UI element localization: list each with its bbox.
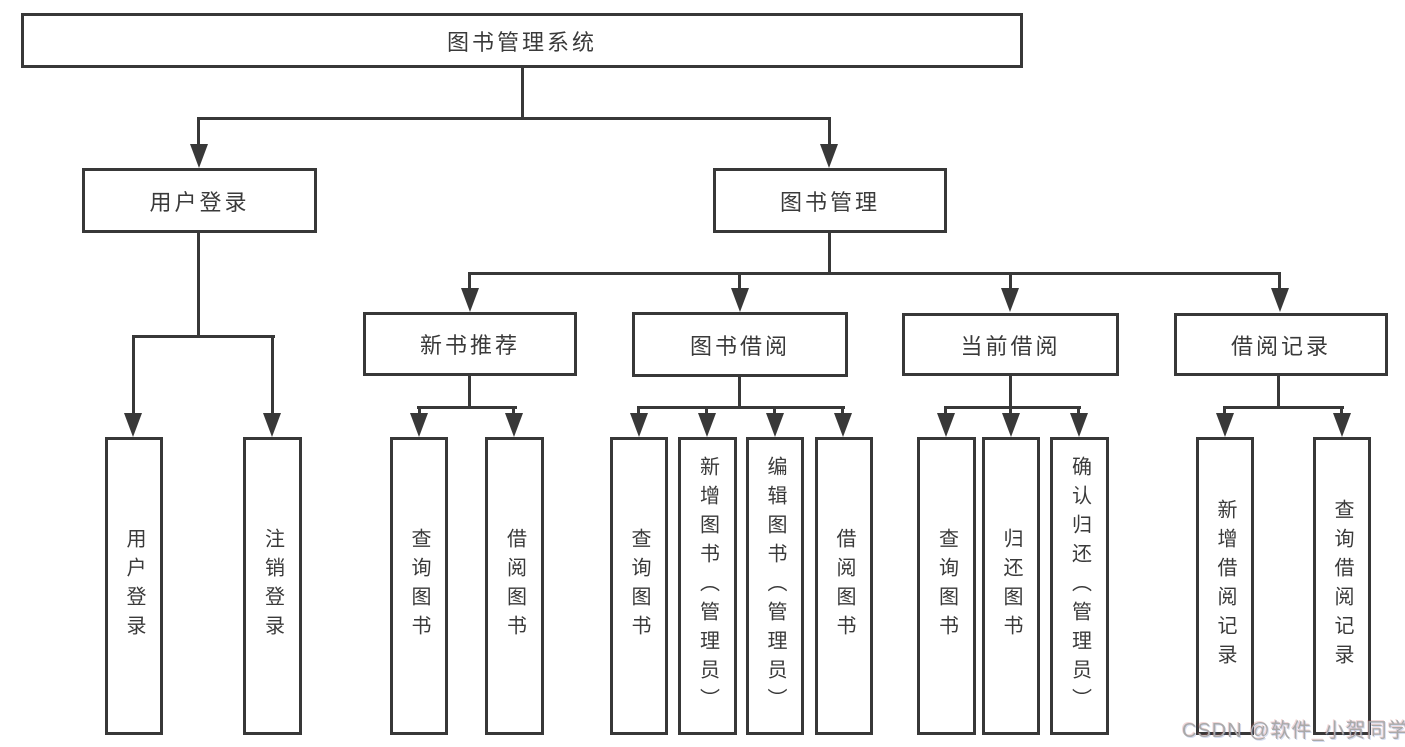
watermark-csdn: CSDN @软件_小贺同学 bbox=[1182, 720, 1405, 742]
arrow-down-icon bbox=[731, 288, 749, 312]
node-borrowing-records: 借阅记录 bbox=[1174, 313, 1388, 376]
node-borrow-books-recommend: 借阅图书 bbox=[485, 437, 544, 735]
connector-line bbox=[1009, 406, 1012, 415]
connector-line bbox=[828, 233, 831, 274]
connector-line bbox=[132, 335, 275, 338]
connector-line bbox=[521, 68, 524, 117]
connector-line bbox=[738, 376, 741, 408]
node-add-borrow-record: 新增借阅记录 bbox=[1196, 437, 1254, 735]
arrow-down-icon bbox=[1001, 288, 1019, 312]
node-book-borrowing: 图书借阅 bbox=[632, 312, 848, 377]
node-edit-book-admin: 编辑图书（管理员） bbox=[746, 437, 804, 735]
arrow-down-icon bbox=[1333, 413, 1351, 437]
node-borrow-books: 借阅图书 bbox=[815, 437, 873, 735]
connector-line bbox=[197, 117, 200, 146]
node-return-books: 归还图书 bbox=[982, 437, 1040, 735]
node-library-management-system: 图书管理系统 bbox=[21, 13, 1023, 68]
leaf-label: 编辑图书（管理员） bbox=[764, 455, 786, 717]
connector-line bbox=[468, 375, 471, 408]
connector-line bbox=[1009, 272, 1012, 290]
node-query-books-current: 查询图书 bbox=[917, 437, 976, 735]
connector-line bbox=[1009, 375, 1012, 408]
arrow-down-icon bbox=[1216, 413, 1234, 437]
connector-line bbox=[828, 117, 831, 146]
connector-line bbox=[197, 233, 200, 336]
node-add-book-admin: 新增图书（管理员） bbox=[678, 437, 737, 735]
arrow-down-icon bbox=[698, 413, 716, 437]
arrow-down-icon bbox=[190, 144, 208, 168]
leaf-label: 查询借阅记录 bbox=[1331, 499, 1353, 673]
leaf-label: 借阅图书 bbox=[833, 528, 855, 644]
connector-line bbox=[417, 406, 517, 409]
node-query-borrow-record: 查询借阅记录 bbox=[1313, 437, 1371, 735]
connector-line bbox=[944, 406, 947, 415]
connector-line bbox=[637, 406, 845, 409]
arrow-down-icon bbox=[410, 413, 428, 437]
connector-line bbox=[271, 335, 274, 415]
leaf-label: 注销登录 bbox=[261, 528, 284, 644]
arrow-down-icon bbox=[505, 413, 523, 437]
arrow-down-icon bbox=[834, 413, 852, 437]
node-current-borrowing: 当前借阅 bbox=[902, 313, 1119, 376]
arrow-down-icon bbox=[1271, 288, 1289, 312]
leaf-label: 归还图书 bbox=[1000, 528, 1022, 644]
connector-line bbox=[468, 272, 471, 290]
connector-line bbox=[738, 272, 741, 290]
connector-line bbox=[944, 406, 1081, 409]
arrow-down-icon bbox=[937, 413, 955, 437]
connector-line bbox=[1223, 406, 1226, 415]
leaf-label: 借阅图书 bbox=[503, 528, 526, 644]
connector-line bbox=[773, 406, 776, 415]
arrow-down-icon bbox=[461, 288, 479, 312]
leaf-label: 新增图书（管理员） bbox=[696, 455, 719, 717]
connector-line bbox=[1340, 406, 1343, 415]
connector-line bbox=[1223, 406, 1344, 409]
arrow-down-icon bbox=[263, 413, 281, 437]
leaf-label: 查询图书 bbox=[935, 528, 958, 644]
arrow-down-icon bbox=[1002, 413, 1020, 437]
connector-line bbox=[705, 406, 708, 415]
node-confirm-return-admin: 确认归还（管理员） bbox=[1050, 437, 1109, 735]
leaf-label: 查询图书 bbox=[628, 528, 650, 644]
arrow-down-icon bbox=[1070, 413, 1088, 437]
connector-line bbox=[637, 406, 640, 415]
leaf-label: 确认归还（管理员） bbox=[1068, 455, 1091, 717]
node-user-login: 用户登录 bbox=[82, 168, 317, 233]
connector-line bbox=[198, 117, 831, 120]
node-user-login-action: 用户登录 bbox=[105, 437, 163, 735]
connector-line bbox=[418, 406, 421, 415]
arrow-down-icon bbox=[630, 413, 648, 437]
connector-line bbox=[1277, 375, 1280, 408]
arrow-down-icon bbox=[820, 144, 838, 168]
node-query-books-recommend: 查询图书 bbox=[390, 437, 448, 735]
node-new-book-recommendation: 新书推荐 bbox=[363, 312, 577, 376]
connector-line bbox=[512, 406, 515, 415]
connector-line bbox=[841, 406, 844, 415]
connector-line bbox=[1278, 272, 1281, 290]
arrow-down-icon bbox=[124, 413, 142, 437]
node-book-management: 图书管理 bbox=[713, 168, 947, 233]
connector-line bbox=[1077, 406, 1080, 415]
leaf-label: 查询图书 bbox=[408, 528, 430, 644]
node-logout-action: 注销登录 bbox=[243, 437, 302, 735]
connector-line bbox=[468, 272, 1281, 275]
leaf-label: 新增借阅记录 bbox=[1214, 499, 1236, 673]
node-query-books-borrowing: 查询图书 bbox=[610, 437, 668, 735]
connector-line bbox=[132, 335, 135, 415]
arrow-down-icon bbox=[766, 413, 784, 437]
leaf-label: 用户登录 bbox=[123, 528, 145, 644]
